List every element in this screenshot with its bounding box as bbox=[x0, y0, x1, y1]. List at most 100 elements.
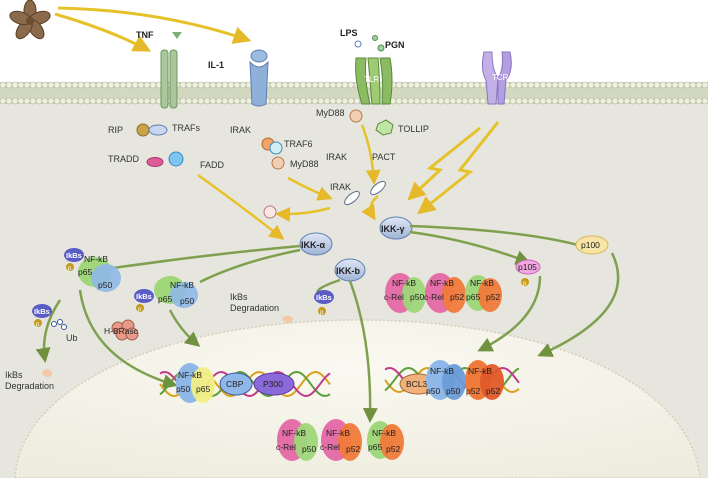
lipid-head bbox=[605, 81, 613, 89]
lipid-head bbox=[5, 97, 13, 105]
lipid-head bbox=[329, 97, 337, 105]
lipid-head bbox=[125, 97, 133, 105]
lipid-head bbox=[539, 97, 547, 105]
p-badge-d: p bbox=[320, 310, 324, 316]
lipid-head bbox=[275, 97, 283, 105]
lipid-head bbox=[65, 97, 73, 105]
lipid-head bbox=[437, 81, 445, 89]
lipid-head bbox=[695, 97, 703, 105]
p65-label-c: p65 bbox=[466, 292, 480, 302]
tnf-label: TNF bbox=[136, 30, 154, 40]
trafs-protein-icon bbox=[148, 124, 168, 136]
pgn-molecule-icon-b bbox=[377, 44, 385, 52]
irak-to-ikka-arrow bbox=[275, 206, 331, 222]
lipid-head bbox=[677, 97, 685, 105]
lipid-head bbox=[185, 97, 193, 105]
lipid-head bbox=[137, 81, 145, 89]
p300-node bbox=[253, 372, 295, 396]
lipid-head bbox=[467, 81, 475, 89]
lipid-head bbox=[107, 81, 115, 89]
lipid-head bbox=[83, 97, 91, 105]
lipid-head bbox=[203, 81, 211, 89]
lipid-head bbox=[53, 97, 61, 105]
nfkb-label-g: NF-kB bbox=[282, 428, 306, 438]
lipid-head bbox=[575, 97, 583, 105]
lipid-head bbox=[275, 81, 283, 89]
ikka-to-p65p50-line bbox=[199, 248, 301, 284]
degraded-fragment-icon-b bbox=[282, 315, 293, 324]
nuclear-crel-p50 bbox=[277, 419, 318, 461]
irak-oval-icon-a bbox=[344, 190, 360, 206]
lipid-head bbox=[209, 81, 217, 89]
ikk-alpha-node bbox=[299, 232, 333, 256]
irak-oval-icon-b bbox=[370, 180, 386, 196]
lps-molecule-icon bbox=[354, 40, 362, 48]
ikbs-nfkb-complex-b bbox=[134, 276, 198, 312]
lipid-head bbox=[299, 81, 307, 89]
lipid-head bbox=[347, 97, 355, 105]
lipid-head bbox=[611, 97, 619, 105]
lipid-head bbox=[515, 97, 523, 105]
degradation-label-a-line2: Degradation bbox=[5, 381, 54, 391]
lipid-head bbox=[449, 97, 457, 105]
lipid-head bbox=[461, 97, 469, 105]
lps-label: LPS bbox=[340, 28, 358, 38]
lipid-head bbox=[575, 81, 583, 89]
fadd-label: FADD bbox=[200, 160, 225, 170]
lipid-head bbox=[113, 81, 121, 89]
nfkb-label-h: NF-kB bbox=[326, 428, 350, 438]
lipid-head bbox=[461, 81, 469, 89]
lipid-head bbox=[11, 97, 19, 105]
tcr-receptor bbox=[481, 51, 512, 105]
lipid-head bbox=[419, 81, 427, 89]
p50-label-b: p50 bbox=[180, 296, 194, 306]
nfkb-label-c: NF-kB bbox=[392, 278, 416, 288]
p50-label-e: p50 bbox=[302, 444, 316, 454]
ikbs-near-ikkb-icon bbox=[314, 290, 334, 304]
lipid-head bbox=[395, 97, 403, 105]
lipid-head bbox=[629, 81, 637, 89]
lipid-head bbox=[653, 97, 661, 105]
lipid-head bbox=[197, 97, 205, 105]
ikkb-to-nucleus-arrow bbox=[348, 280, 378, 423]
tlr-label: TLR bbox=[364, 75, 379, 84]
green-signal-arrows bbox=[35, 224, 620, 423]
p-badge-b: p bbox=[36, 322, 40, 328]
nfkb-label-a: NF-kB bbox=[84, 254, 108, 264]
lipid-head bbox=[635, 97, 643, 105]
lipid-head bbox=[77, 97, 85, 105]
lipid-head bbox=[617, 97, 625, 105]
lipid-head bbox=[479, 81, 487, 89]
lipid-head bbox=[239, 81, 247, 89]
p-badge-a: p bbox=[68, 266, 72, 272]
lipid-head bbox=[605, 97, 613, 105]
lipid-head bbox=[509, 97, 517, 105]
trafs-label: TRAFs bbox=[172, 123, 200, 133]
lipid-head bbox=[509, 81, 517, 89]
nuclear-p50-p50 bbox=[426, 360, 466, 400]
p-badge-e-icon bbox=[521, 278, 529, 286]
nfkb-label-e: NF-kB bbox=[470, 278, 494, 288]
lipid-head bbox=[143, 97, 151, 105]
ikk-gamma-node bbox=[379, 216, 413, 240]
lipid-head bbox=[101, 81, 109, 89]
lipid-head bbox=[569, 81, 577, 89]
traf6-protein-icon bbox=[269, 141, 283, 155]
h-brasc-complex-icon bbox=[111, 319, 139, 341]
nfkb-label-d: NF-kB bbox=[430, 278, 454, 288]
p52-label-f: p52 bbox=[486, 386, 500, 396]
myd88b-label: MyD88 bbox=[290, 159, 319, 169]
lipid-head bbox=[563, 81, 571, 89]
lipid-head bbox=[281, 81, 289, 89]
lipid-head bbox=[689, 97, 697, 105]
lipid-head bbox=[407, 81, 415, 89]
lipid-head bbox=[35, 97, 43, 105]
myd88a-label: MyD88 bbox=[316, 108, 345, 118]
lipid-head bbox=[587, 81, 595, 89]
lipid-head bbox=[335, 81, 343, 89]
irak2-label: IRAK bbox=[326, 152, 347, 162]
lipid-head bbox=[533, 81, 541, 89]
p50-label-d: p50 bbox=[176, 384, 190, 394]
lipid-head bbox=[467, 97, 475, 105]
